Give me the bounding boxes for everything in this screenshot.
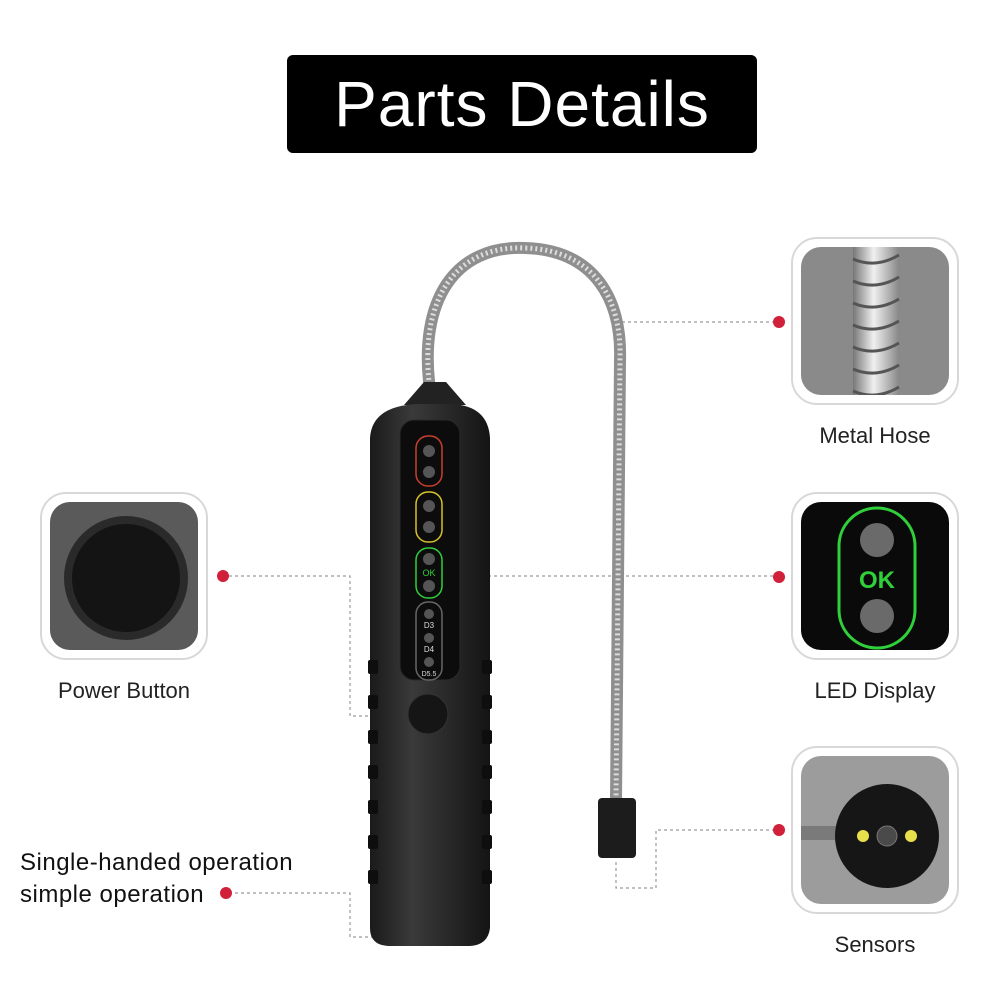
operation-leader — [229, 892, 372, 938]
sensors-dot — [773, 824, 785, 836]
led-display-tile: OK — [791, 492, 959, 660]
operation-note: Single-handed operation simple operation — [20, 847, 293, 911]
operation-note-line1: Single-handed operation — [20, 849, 294, 876]
operation-dot — [220, 887, 232, 899]
metal-hose-tile — [791, 237, 959, 405]
page-title: Parts Details — [287, 55, 757, 153]
power-button-dot — [217, 570, 229, 582]
sensors-label: Sensors — [834, 932, 916, 957]
power-button-leader — [229, 575, 402, 717]
sensors-leader — [615, 829, 776, 889]
svg-text:D3: D3 — [424, 621, 435, 630]
svg-text:D4: D4 — [424, 645, 435, 654]
power-button-label: Power Button — [57, 678, 191, 703]
power-button-tile — [40, 492, 208, 660]
sensors-tile — [791, 746, 959, 914]
device-power-button — [407, 693, 449, 735]
led-display-label: LED Display — [814, 678, 936, 703]
metal-hose-dot — [773, 316, 785, 328]
led-display-dot — [773, 571, 785, 583]
sensor-tip — [598, 798, 636, 858]
led-ok-text: OK — [859, 567, 896, 594]
device-ok-label: OK — [422, 568, 435, 578]
operation-note-line2: simple operation — [20, 881, 205, 908]
svg-text:D5.5: D5.5 — [422, 671, 437, 678]
metal-hose-label: Metal Hose — [819, 423, 931, 448]
